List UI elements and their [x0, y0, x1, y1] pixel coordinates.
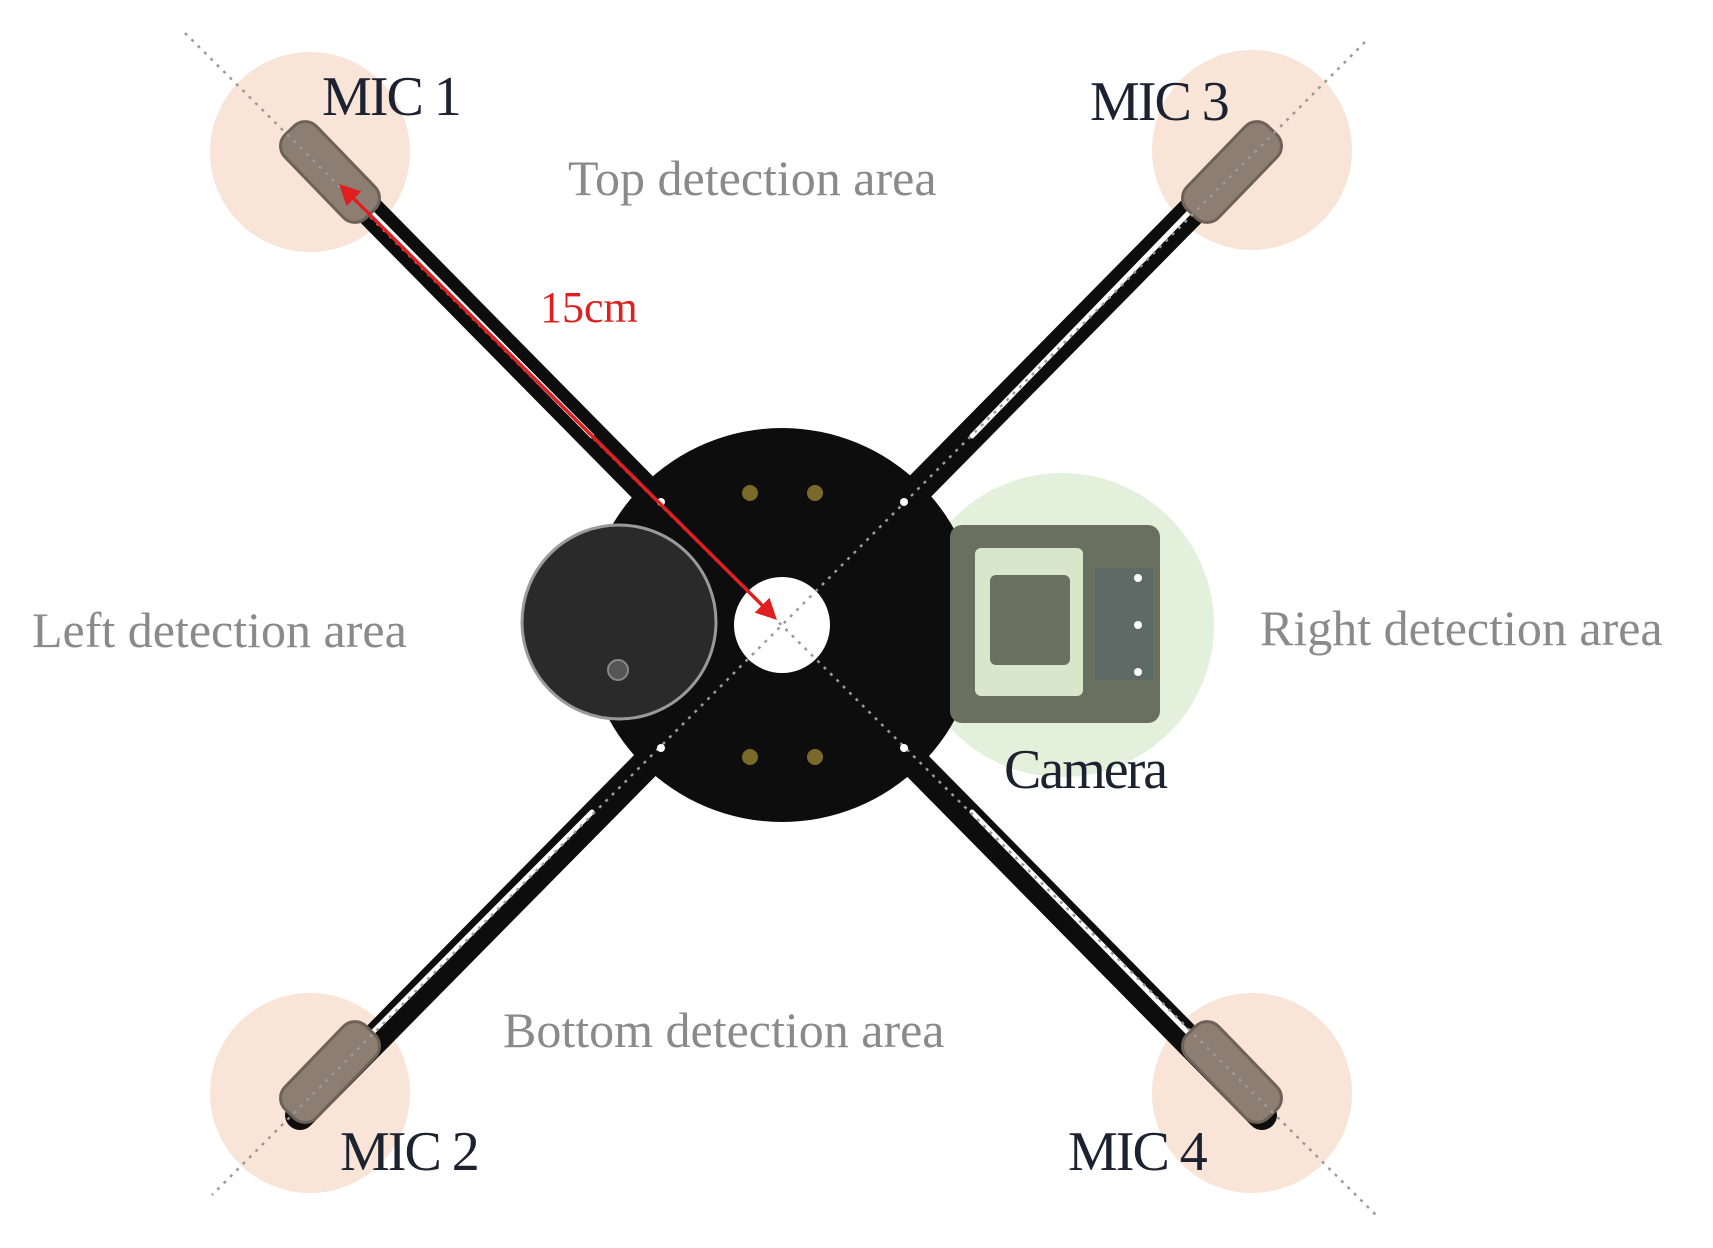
mic2-label: MIC 2: [340, 1121, 478, 1183]
bottom-detection-area-label: Bottom detection area: [503, 1002, 945, 1058]
right-detection-area-label: Right detection area: [1260, 600, 1663, 656]
camera-label: Camera: [1004, 739, 1168, 801]
mic3-label: MIC 3: [1090, 71, 1228, 133]
camera-module: [950, 525, 1160, 723]
left-detection-area-label: Left detection area: [32, 602, 407, 658]
distance-arrow: [339, 184, 777, 620]
mic1-label: MIC 1: [322, 66, 460, 128]
left-module: [520, 523, 718, 721]
distance-label: 15cm: [540, 283, 638, 332]
mic4-label: MIC 4: [1068, 1121, 1208, 1183]
top-detection-area-label: Top detection area: [568, 150, 937, 206]
